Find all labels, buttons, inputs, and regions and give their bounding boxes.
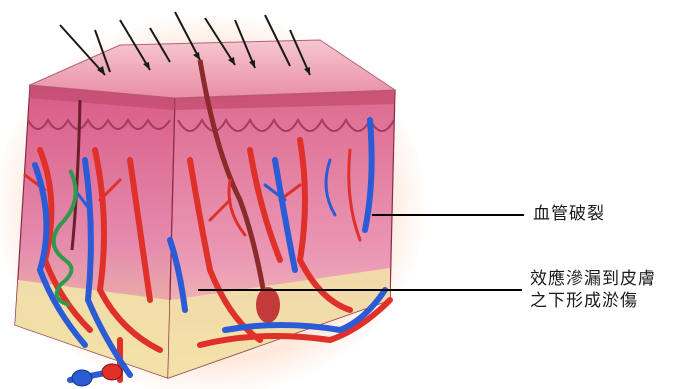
label-vessel-rupture-text: 血管破裂 — [533, 204, 605, 224]
label-bruise-line2: 之下形成淤傷 — [530, 290, 656, 312]
label-bruise-formation: 效應滲漏到皮膚 之下形成淤傷 — [530, 268, 656, 312]
skin-surface-top — [30, 40, 395, 98]
artery-cut-end — [102, 364, 122, 380]
hair-follicle-bulb — [256, 287, 280, 323]
label-bruise-line1: 效應滲漏到皮膚 — [530, 268, 656, 290]
vein-cut-end — [72, 370, 92, 386]
label-vessel-rupture: 血管破裂 — [533, 203, 605, 225]
left-face — [15, 85, 175, 378]
